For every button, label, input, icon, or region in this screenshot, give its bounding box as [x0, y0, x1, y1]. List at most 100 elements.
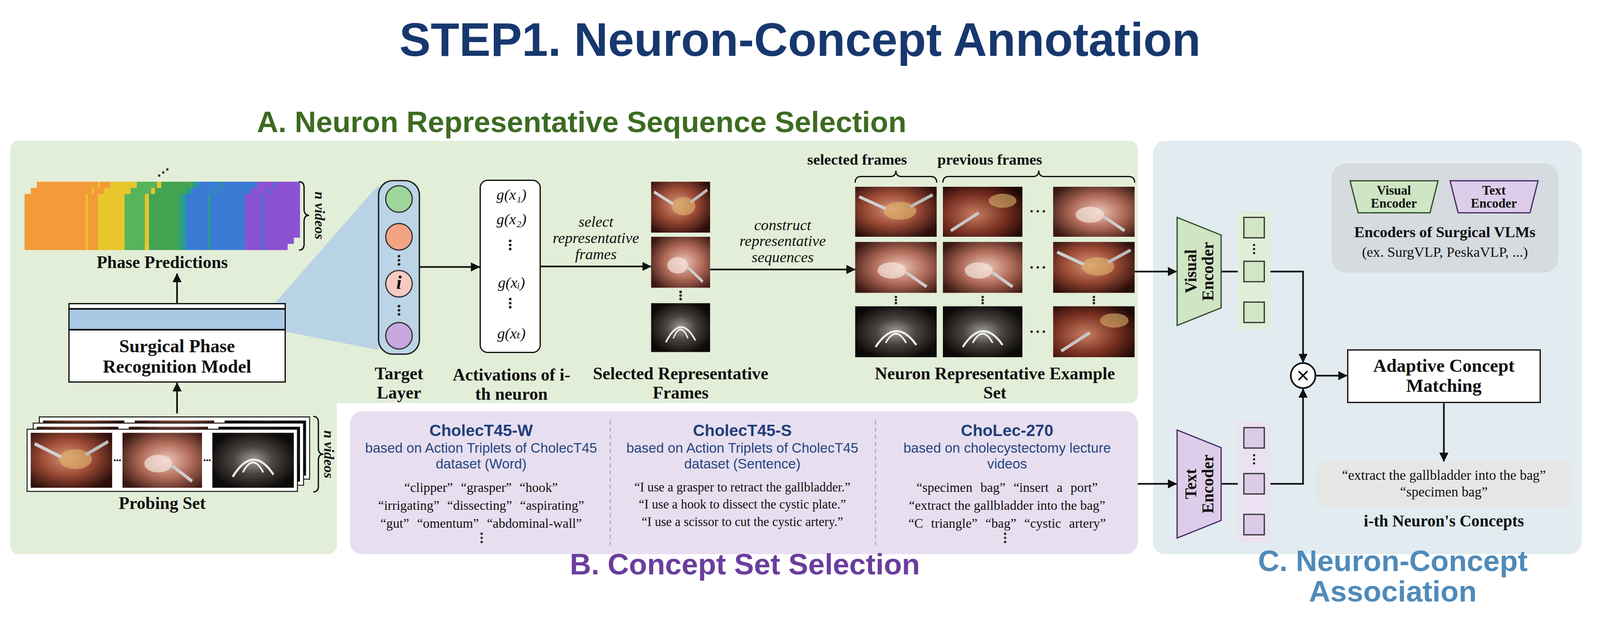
column-divider — [875, 420, 876, 545]
neuron-circle — [385, 185, 413, 213]
product-sign: × — [1296, 364, 1310, 387]
encoder-name: Visual Encoder — [1361, 184, 1427, 210]
neuron-circle — [385, 223, 413, 250]
edge-label: select representative frames — [545, 213, 648, 263]
bracket-label: selected frames — [807, 150, 908, 169]
concept-words: “extract the gallbladder into the bag” — [881, 496, 1133, 515]
model-box: Surgical Phase Recognition Model — [68, 302, 286, 383]
encoder-name: Visual Encoder — [1181, 232, 1216, 310]
concept-words: “gut” “omentum” “abdominal-wall” — [358, 514, 605, 533]
column-subtitle: based on Action Triplets of CholecT45 da… — [361, 440, 602, 472]
activation-value: g(x₁) — [496, 185, 527, 204]
concept-text: “specimen bag” — [1400, 483, 1488, 501]
column-heading: ChoLec-270 — [881, 420, 1133, 440]
side-label: n videos — [320, 430, 337, 478]
encoder-trapezoid: Visual Encoder — [1349, 180, 1440, 213]
encoders-box: Encoders of Surgical VLMs (ex. SurgVLP, P… — [1331, 163, 1559, 273]
section-heading: B. Concept Set Selection — [569, 547, 920, 582]
outline-shape — [1177, 217, 1222, 326]
example-set: selected framesprevious framesNeuron Rep… — [855, 186, 1135, 358]
activation-value: g(xᵢ) — [497, 273, 525, 292]
neuron-circle — [385, 270, 413, 298]
selected-frames: Selected Representative Frames — [650, 180, 710, 352]
figure-label: Selected Representative Frames — [578, 364, 783, 403]
phase-strips — [24, 168, 300, 250]
connector-arrow — [1442, 402, 1445, 462]
concepts-box: “extract the gallbladder into the bag”“s… — [1316, 461, 1572, 507]
box-title: Encoders of Surgical VLMs — [1354, 223, 1536, 241]
column-divider — [609, 420, 611, 545]
activation-value: g(x₂) — [496, 210, 527, 228]
process-name: Adaptive Concept Matching — [1352, 355, 1536, 397]
figure-label: Probing Set — [118, 493, 206, 513]
activation-value: g(xₜ) — [497, 324, 526, 343]
target-layer: iTarget Layer — [378, 180, 420, 354]
product-circle: × — [1290, 362, 1317, 389]
outline-shape — [1350, 180, 1438, 213]
ellipsis-dots — [480, 532, 1007, 543]
probing-strips — [27, 416, 310, 492]
panel-b-ground — [350, 411, 1138, 555]
figure-label: i-th Neuron's Concepts — [1363, 511, 1525, 530]
matching-box: Adaptive Concept Matching — [1347, 349, 1541, 404]
activation-ground — [479, 179, 541, 353]
connector-arrow — [710, 268, 856, 271]
concept-words: “specimen bag” “insert a port” — [881, 478, 1133, 497]
concept-words: “irrigating” “dissecting” “aspirating” — [358, 496, 605, 515]
brace — [855, 170, 937, 183]
neuron-circle — [385, 322, 413, 350]
bracket-label: previous frames — [937, 150, 1043, 169]
activation-box: g(x₁)g(x₂)g(xᵢ)g(xₜ)Activations of i-th … — [479, 179, 541, 353]
connector-arrow — [1316, 374, 1347, 377]
brace — [299, 181, 310, 250]
column-subtitle: based on Action Triplets of CholecT45 da… — [622, 440, 863, 472]
concept-sentence: “I use a hook to dissect the cystic plat… — [615, 495, 870, 513]
visual-embeddings — [1237, 211, 1271, 330]
encoder-name: Text Encoder — [1181, 445, 1216, 523]
encoder-name: Text Encoder — [1461, 184, 1527, 210]
connector-arrow — [419, 265, 480, 268]
connector-arrow — [176, 273, 178, 303]
concept-text: “extract the gallbladder into the bag” — [1342, 467, 1546, 484]
brace — [942, 170, 1135, 183]
connector-arrow — [176, 382, 178, 414]
panel-c: C. Neuron-Concept AssociationEncoders of… — [1152, 140, 1582, 555]
encoder-trapezoid: Text Encoder — [1449, 180, 1540, 213]
text-embeddings — [1237, 421, 1271, 542]
layer-column — [378, 180, 420, 354]
concept-column: CholecT45-Sbased on Action Triplets of C… — [612, 413, 873, 552]
edge-label: construct representative sequences — [731, 217, 834, 266]
column-heading: CholecT45-W — [358, 420, 605, 440]
panel-c-ground — [1152, 140, 1582, 555]
column-subtitle: based on cholecystectomy lecture videos — [887, 440, 1128, 472]
concept-column: ChoLec-270based on cholecystectomy lectu… — [878, 413, 1136, 552]
concept-column: CholecT45-Wbased on Action Triplets of C… — [355, 413, 608, 552]
example-set-frames — [855, 186, 1135, 358]
concept-sentence: “I use a scissor to cut the cystic arter… — [615, 513, 870, 531]
visual-encoder: Visual Encoder — [1176, 216, 1222, 327]
figure-label: Neuron Representative Example Set — [872, 364, 1118, 403]
concept-words: “C triangle” “bag” “cystic artery” — [881, 514, 1133, 533]
section-heading: A. Neuron Representative Sequence Select… — [256, 105, 907, 140]
outline-shape — [1177, 429, 1222, 538]
concept-sentence: “I use a grasper to retract the gallblad… — [615, 478, 870, 496]
connector-arrow — [1137, 482, 1177, 485]
text-encoder: Text Encoder — [1176, 428, 1222, 539]
outline-shape — [1450, 180, 1538, 213]
connector-arrow — [540, 265, 652, 268]
selected-frames — [650, 181, 710, 353]
panel-b: B. Concept Set SelectionCholecT45-Wbased… — [350, 411, 1138, 555]
model-name: Surgical Phase Recognition Model — [75, 336, 280, 377]
figure-label: Target Layer — [352, 364, 445, 403]
concept-words: “clipper” “grasper” “hook” — [358, 478, 605, 497]
side-label: n videos — [311, 191, 328, 240]
diagram-title: STEP1. Neuron-Concept Annotation — [399, 14, 1201, 66]
connector-arrow — [1134, 270, 1177, 273]
probing-set: Probing Set — [22, 413, 303, 516]
box-note: (ex. SurgVLP, PeskaVLP, ...) — [1362, 243, 1528, 260]
figure-label: Phase Predictions — [96, 252, 228, 273]
section-heading: C. Neuron-Concept Association — [1240, 545, 1547, 607]
phase-predictions: Phase Predictions — [22, 179, 303, 274]
figure-label: Activations of i-th neuron — [445, 365, 578, 404]
